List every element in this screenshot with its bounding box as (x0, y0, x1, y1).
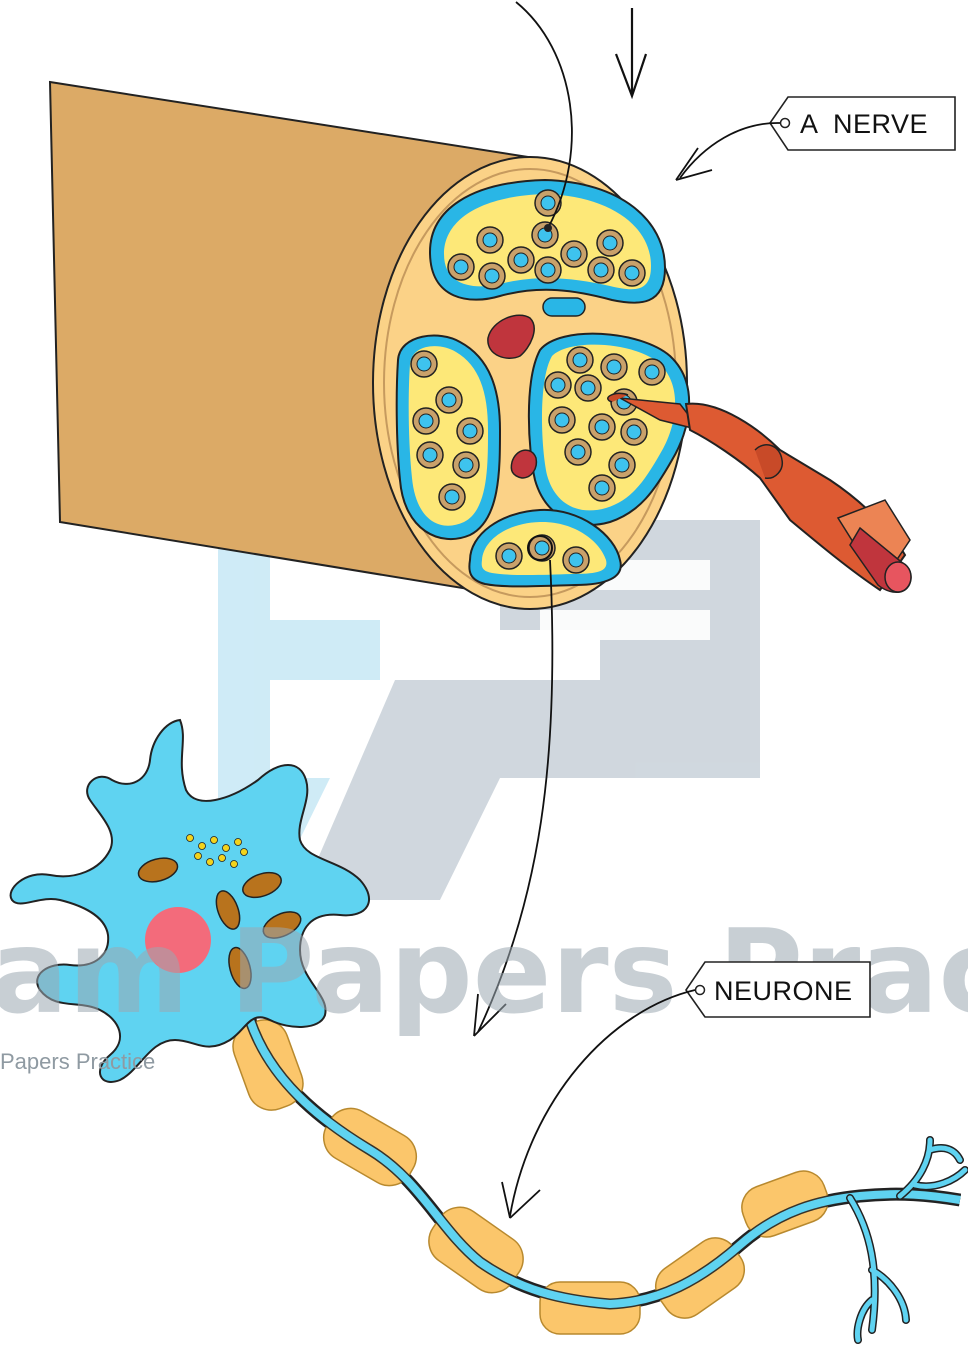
nerve-fibre (588, 257, 614, 283)
nerve-fibre (597, 230, 623, 256)
nerve-fibre (589, 414, 615, 440)
nerve-fibre (619, 260, 645, 286)
vesicle (207, 859, 214, 866)
neurone-label: NEURONE (714, 976, 853, 1006)
vesicle (241, 849, 248, 856)
vesicle (211, 837, 218, 844)
vesicle (219, 855, 226, 862)
nerve-fibre (549, 407, 575, 433)
nerve-fibre (545, 372, 571, 398)
nerve-fibre (535, 257, 561, 283)
nerve-fibre (457, 418, 483, 444)
vesicle (187, 835, 194, 842)
nerve-fibre (479, 263, 505, 289)
blood-vessel-small (511, 450, 536, 478)
nerve-fibre (453, 452, 479, 478)
nerve-fibre (496, 543, 522, 569)
nerve-fibre (448, 254, 474, 280)
down-arrow-icon (616, 8, 646, 96)
nerve-fibre (417, 442, 443, 468)
nerve-fibre (609, 452, 635, 478)
nerve-fibre (561, 241, 587, 267)
nerve-fibre (508, 247, 534, 273)
nerve-fibre (601, 354, 627, 380)
nerve-fibre (411, 351, 437, 377)
nerve-label: A NERVE (800, 109, 928, 139)
nerve-label-tag: A NERVE (676, 97, 955, 180)
nerve-fibre (575, 375, 601, 401)
nerve-fibre (639, 359, 665, 385)
vesicle (235, 839, 242, 846)
vesicle (223, 845, 230, 852)
vesicle (199, 843, 206, 850)
nerve-fibre (413, 408, 439, 434)
watermark-small-text: Papers Practice (0, 1049, 155, 1074)
blood-vessel-blue (543, 298, 585, 316)
nerve-fibre (621, 419, 647, 445)
nerve-fibre (567, 347, 593, 373)
nerve-fibre (589, 475, 615, 501)
vesicle (195, 853, 202, 860)
nerve-fibre (436, 387, 462, 413)
vesicle (231, 861, 238, 868)
nerve-fibre (565, 439, 591, 465)
nerve-fibre (535, 190, 561, 216)
nerve-fibre (439, 484, 465, 510)
nerve-fibre (477, 227, 503, 253)
nerve-fibre (563, 547, 589, 573)
